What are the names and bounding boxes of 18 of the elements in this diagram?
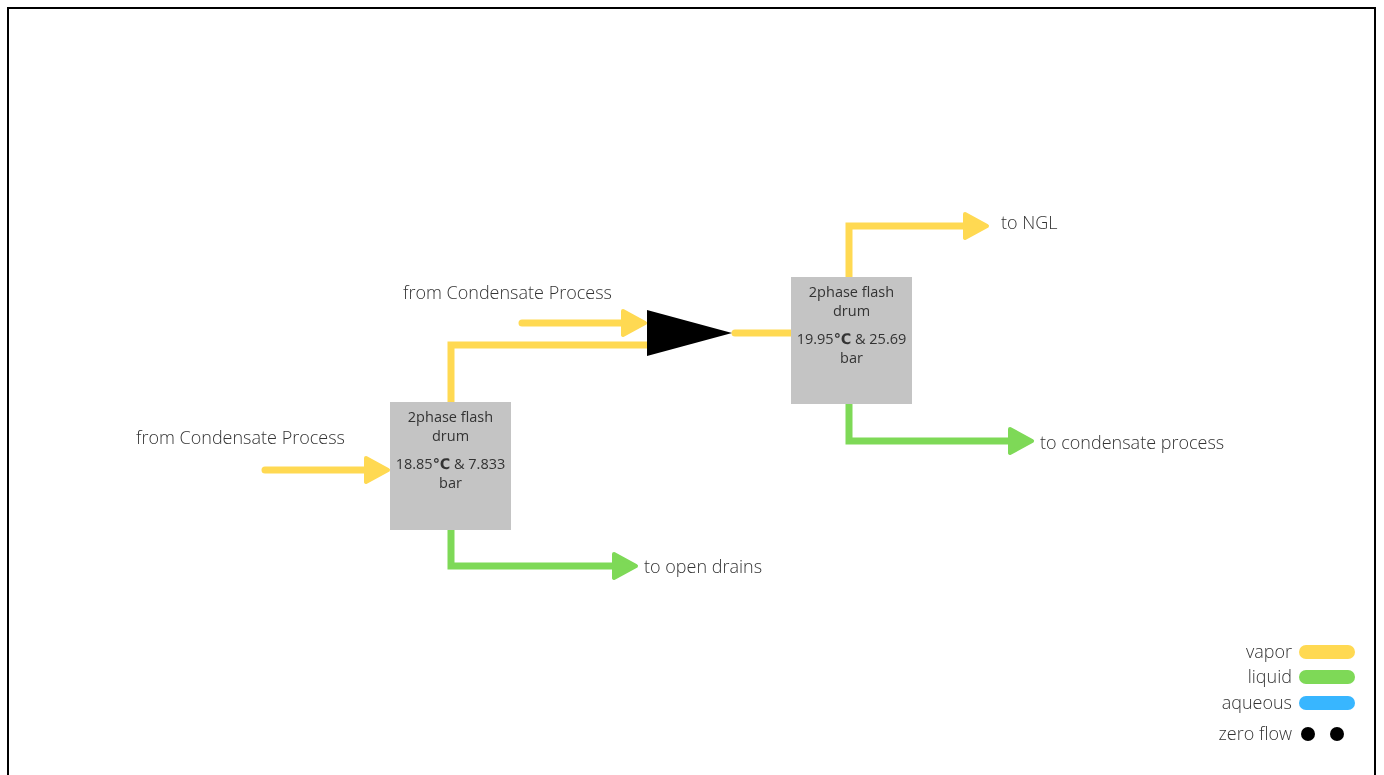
stream-label: to NGL — [1001, 210, 1081, 238]
stream-arrow — [518, 309, 647, 337]
drum-title: 2phase flash drum — [807, 283, 896, 321]
drum-conditions: 19.95℃ & 25.69 bar — [795, 329, 908, 368]
stream-label: from Condensate Process — [136, 425, 376, 453]
legend-label: zero flow — [1217, 721, 1292, 745]
stream-arrow — [261, 456, 390, 484]
drum-conditions: 18.85℃ & 7.833 bar — [394, 454, 507, 493]
legend-label: liquid — [1246, 664, 1292, 688]
legend-label: vapor — [1244, 639, 1292, 663]
flash-drum-box — [390, 402, 511, 530]
legend-label: aqueous — [1220, 690, 1292, 714]
mixer-triangle — [647, 310, 732, 356]
stream-label: to condensate process — [1040, 430, 1260, 458]
drum-title: 2phase flash drum — [406, 408, 495, 446]
stream-label: from Condensate Process — [403, 280, 643, 308]
stream-label: to open drains — [644, 554, 794, 582]
flash-drum-box — [791, 277, 912, 404]
